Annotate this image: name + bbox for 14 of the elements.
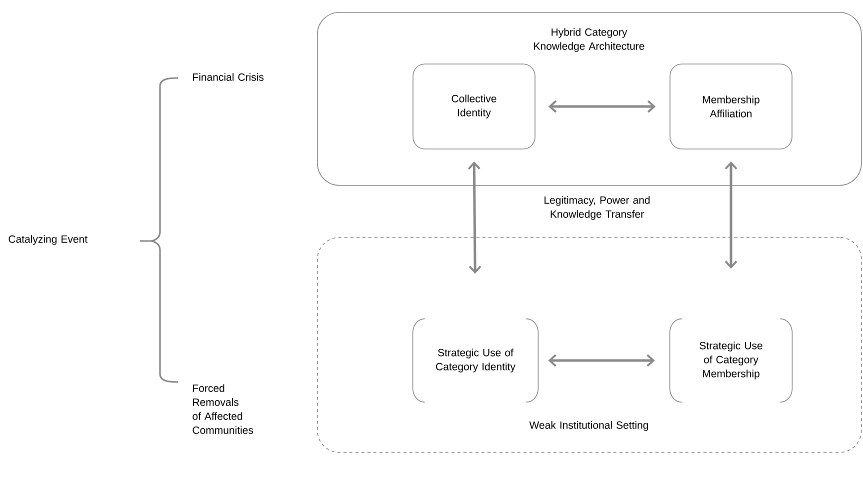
bracketed-box: Strategic Use of Category Membership [669, 318, 793, 403]
text-label: Legitimacy, Power and Knowledge Transfer [544, 196, 650, 220]
double-arrow [548, 100, 656, 113]
text-label: Catalyzing Event [8, 235, 88, 245]
box-heading: Hybrid Category Knowledge Architecture [534, 28, 644, 52]
rounded-box: Collective Identity [412, 64, 536, 150]
double-arrow [548, 354, 655, 367]
double-arrow [724, 161, 738, 269]
box-heading: Weak Institutional Setting [529, 421, 648, 431]
rounded-box: Membership Affiliation [670, 64, 792, 150]
text-label: Financial Crisis [193, 73, 264, 81]
bracketed-box: Strategic Use of Category Identity [412, 318, 539, 403]
double-arrow [468, 161, 482, 274]
text-label: Forced Removals of Affected Communities [192, 384, 254, 434]
